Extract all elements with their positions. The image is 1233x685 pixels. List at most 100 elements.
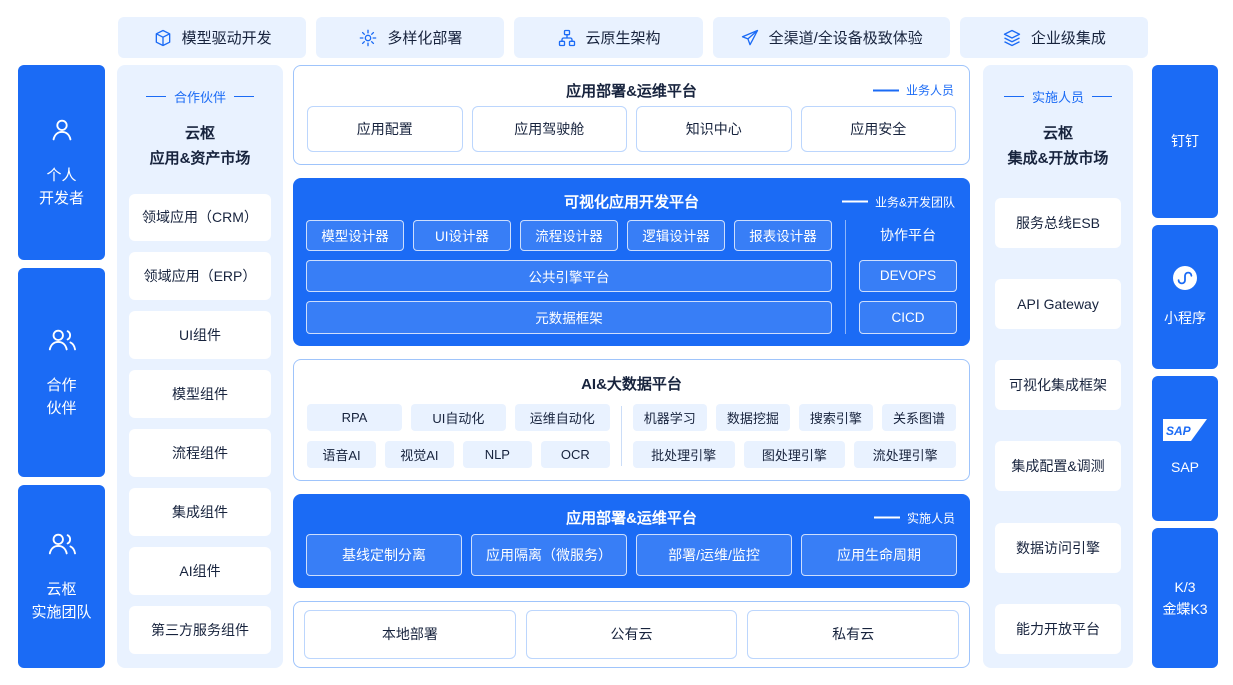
partner-tag: 合作伙伴 — [129, 87, 271, 106]
feature-badge-label: 云原生架构 — [585, 30, 661, 47]
ai-automation-group: RPA UI自动化 运维自动化 语音AI 视觉AI NLP OCR — [307, 403, 610, 468]
section-title: 应用部署&运维平台 — [566, 82, 697, 100]
feature-badge-cloud-native: 云原生架构 — [514, 17, 703, 58]
dash-line — [872, 89, 899, 91]
miniprogram-icon — [1172, 265, 1198, 297]
ai-chip: UI自动化 — [410, 403, 506, 431]
ai-chip: 图处理引擎 — [743, 440, 846, 468]
ai-row: 机器学习 数据挖掘 搜索引擎 关系图谱 — [632, 403, 956, 431]
market-item: 领域应用（CRM） — [129, 193, 271, 242]
platform-stack: 应用部署&运维平台 业务人员 应用配置 应用驾驶舱 知识中心 应用安全 可视化应… — [293, 65, 970, 668]
platform-item: 知识中心 — [636, 106, 792, 152]
role-column: 个人开发者 合作伙伴 云枢实施团队 — [18, 65, 105, 668]
metadata-framework-bar: 元数据框架 — [306, 301, 832, 334]
deploy-item: 公有云 — [525, 609, 738, 659]
market-item: 第三方服务组件 — [129, 606, 271, 654]
dash-line — [145, 95, 166, 98]
layers-icon — [1002, 28, 1022, 48]
market-item: 可视化集成框架 — [995, 360, 1121, 411]
designer-item: 模型设计器 — [306, 219, 404, 251]
role-personal-developer: 个人开发者 — [18, 65, 105, 260]
channel-miniprogram: 小程序 — [1152, 224, 1218, 370]
platform-item: 应用生命周期 — [801, 533, 957, 576]
ai-chip: 搜索引擎 — [798, 403, 873, 431]
designer-row: 模型设计器 UI设计器 流程设计器 逻辑设计器 报表设计器 — [306, 219, 832, 251]
svg-text:SAP: SAP — [1166, 424, 1192, 438]
panel-title: 云枢 应用&资产市场 — [149, 125, 251, 167]
panel-title: 云枢 集成&开放市场 — [1007, 125, 1109, 167]
role-label: 云枢实施团队 — [31, 580, 92, 622]
section-title: 可视化应用开发平台 — [563, 194, 699, 212]
section-title: 应用部署&运维平台 — [566, 510, 697, 528]
designer-item: UI设计器 — [413, 219, 511, 251]
feature-badge-enterprise-integration: 企业级集成 — [959, 17, 1149, 58]
market-item: 数据访问引擎 — [995, 522, 1121, 573]
role-label: 合作伙伴 — [46, 376, 77, 418]
ops-platform-top-section: 应用部署&运维平台 业务人员 应用配置 应用驾驶舱 知识中心 应用安全 — [293, 65, 970, 165]
role-partner: 合作伙伴 — [18, 268, 105, 477]
role-label: 个人开发者 — [38, 166, 84, 208]
dash-line — [1003, 95, 1024, 98]
market-item: 能力开放平台 — [995, 603, 1121, 654]
feature-badge-deployment: 多样化部署 — [316, 17, 505, 58]
collab-item: DEVOPS — [859, 259, 957, 293]
designer-item: 流程设计器 — [520, 219, 618, 251]
platform-item: 部署/运维/监控 — [636, 533, 792, 576]
dash-line — [234, 95, 254, 98]
bigdata-engine-group: 机器学习 数据挖掘 搜索引擎 关系图谱 批处理引擎 图处理引擎 流处理引擎 — [632, 403, 956, 468]
channel-label: 钉钉 — [1171, 133, 1199, 150]
market-item: AI组件 — [129, 547, 271, 596]
feature-badge-label: 全渠道/全设备极致体验 — [768, 30, 923, 47]
tag-text: 合作伙伴 — [173, 90, 226, 105]
app-asset-market-panel: 合作伙伴 云枢 应用&资产市场 领域应用（CRM） 领域应用（ERP） UI组件… — [117, 65, 283, 668]
market-item: 集成组件 — [129, 488, 271, 537]
team-icon — [45, 529, 79, 566]
audience-text: 实施人员 — [906, 511, 955, 526]
diagram-body: 个人开发者 合作伙伴 云枢实施团队 — [18, 65, 1218, 668]
channel-label: 小程序 — [1164, 309, 1206, 326]
feature-badge-label: 模型驱动开发 — [181, 30, 272, 47]
sitemap-icon — [557, 28, 577, 48]
market-item: UI组件 — [129, 311, 271, 360]
dev-platform-left: 模型设计器 UI设计器 流程设计器 逻辑设计器 报表设计器 公共引擎平台 元数据… — [306, 219, 845, 334]
audience-text: 业务人员 — [905, 83, 954, 98]
ai-chip: 数据挖掘 — [715, 403, 790, 431]
cube-icon — [153, 28, 173, 48]
implementer-tag: 实施人员 — [995, 87, 1121, 106]
designer-item: 报表设计器 — [734, 219, 832, 251]
feature-badge-model-driven: 模型驱动开发 — [118, 17, 307, 58]
gear-icon — [358, 28, 378, 48]
deploy-targets-section: 本地部署 公有云 私有云 — [293, 600, 970, 668]
collab-title: 协作平台 — [880, 227, 936, 244]
collab-item: CICD — [859, 301, 957, 334]
vertical-divider — [620, 405, 622, 466]
audience-label: 业务&开发团队 — [841, 193, 955, 210]
ai-chip: 语音AI — [307, 440, 376, 468]
section-header: AI&大数据平台 — [307, 368, 956, 400]
platform-item: 应用驾驶舱 — [471, 106, 627, 152]
feature-badge-omnichannel: 全渠道/全设备极致体验 — [712, 17, 950, 58]
ai-chip: 批处理引擎 — [632, 440, 735, 468]
ops-top-buttons: 应用配置 应用驾驶舱 知识中心 应用安全 — [307, 106, 956, 152]
market-item: 模型组件 — [129, 370, 271, 419]
ai-row: 批处理引擎 图处理引擎 流处理引擎 — [632, 440, 956, 468]
deploy-buttons: 本地部署 公有云 私有云 — [304, 609, 960, 659]
channel-dingtalk: 钉钉 — [1152, 65, 1218, 218]
feature-badge-label: 企业级集成 — [1030, 30, 1106, 47]
paper-plane-icon — [740, 28, 760, 48]
ai-row: RPA UI自动化 运维自动化 — [307, 403, 610, 431]
feature-badge-label: 多样化部署 — [387, 30, 463, 47]
designer-item: 逻辑设计器 — [627, 219, 725, 251]
section-title: AI&大数据平台 — [581, 376, 682, 394]
ai-chip: RPA — [307, 403, 402, 431]
ops-bottom-buttons: 基线定制分离 应用隔离（微服务） 部署/运维/监控 应用生命周期 — [306, 533, 957, 576]
ai-chip: 机器学习 — [632, 403, 707, 431]
channel-sap: SAP SAP — [1152, 376, 1218, 522]
market-item: 服务总线ESB — [995, 197, 1121, 248]
sap-logo-icon: SAP — [1163, 418, 1207, 447]
market-item-list: 服务总线ESB API Gateway 可视化集成框架 集成配置&调测 数据访问… — [995, 197, 1121, 655]
ai-chip: OCR — [540, 440, 610, 468]
market-item-list: 领域应用（CRM） 领域应用（ERP） UI组件 模型组件 流程组件 集成组件 … — [129, 193, 271, 654]
